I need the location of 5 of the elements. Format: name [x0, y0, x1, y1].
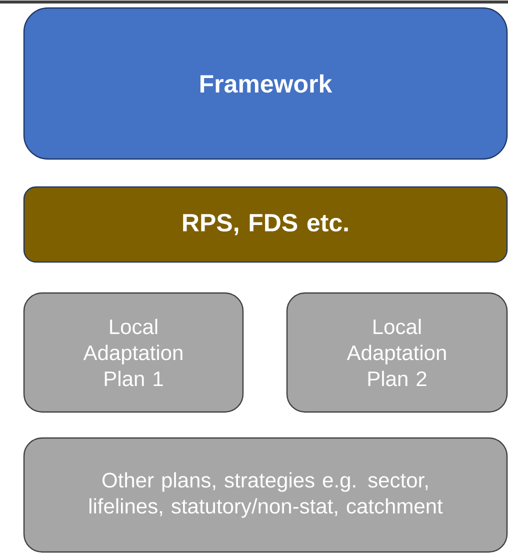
plan-box: Local Adaptation Plan 2: [286, 292, 508, 413]
plan-box: Local Adaptation Plan 1: [23, 292, 244, 413]
plan-box: Other plans, strategies e.g. sector, lifelines, statutory/non-stat, catchment: [23, 437, 508, 553]
layer-box: RPS, FDS etc.: [23, 186, 508, 263]
framework-box: Framework: [23, 7, 508, 160]
